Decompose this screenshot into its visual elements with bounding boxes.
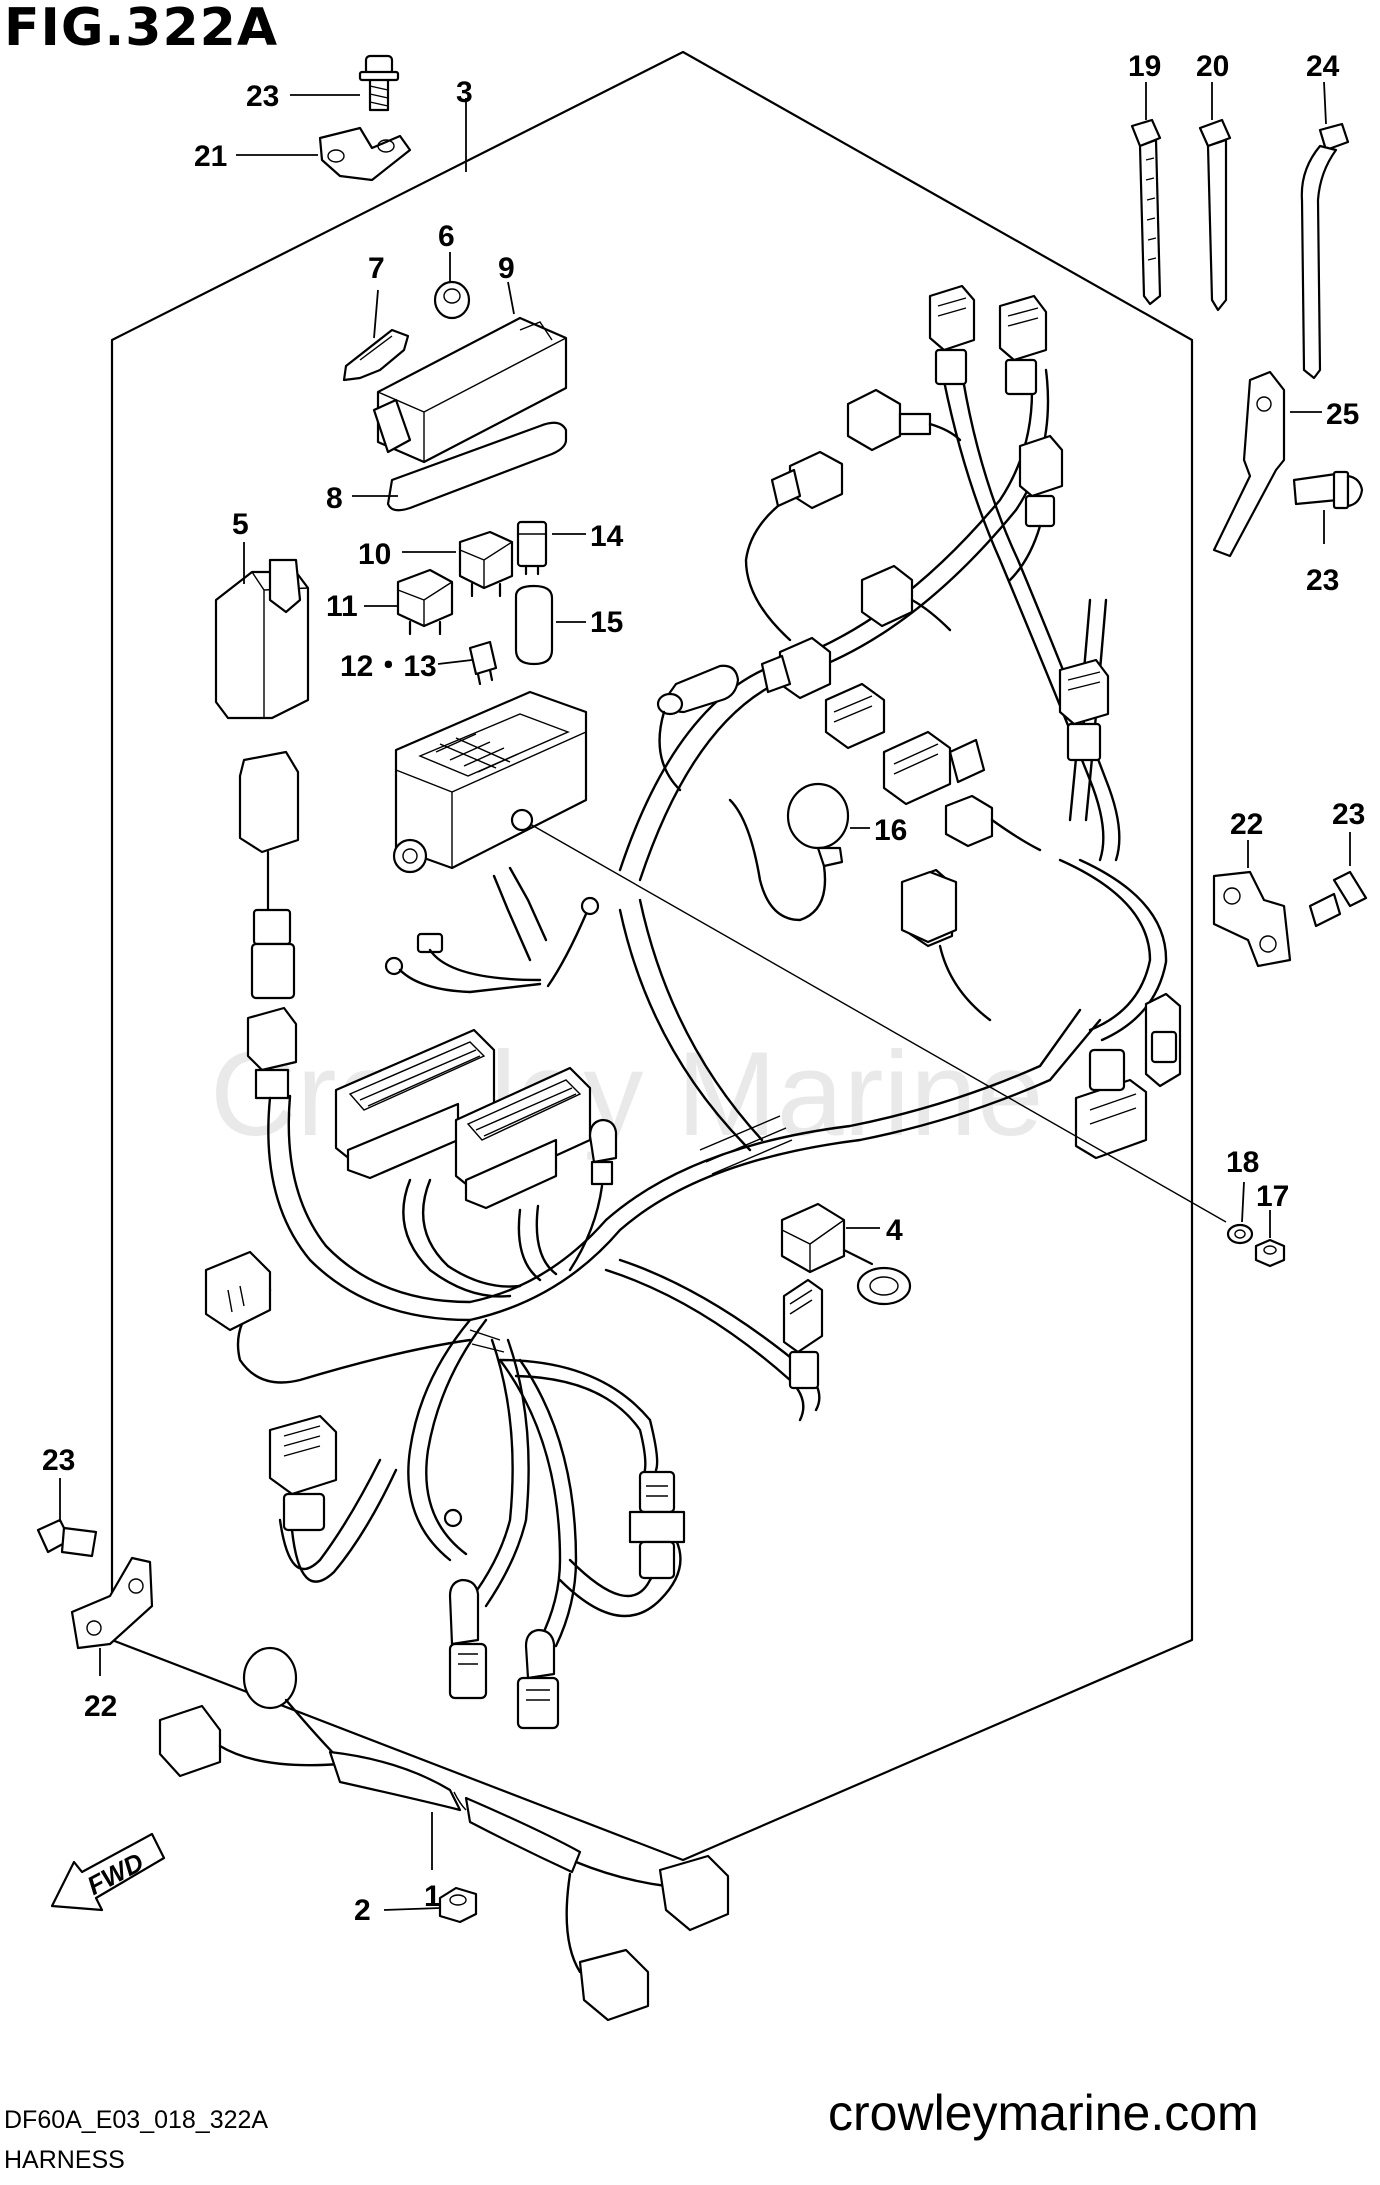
relay-plug [238, 750, 300, 1000]
lower-harness-branches [236, 1258, 821, 1648]
nut-17 [1254, 1238, 1286, 1268]
relay-4 [780, 1202, 912, 1306]
callout-6: 6 [438, 220, 455, 253]
callout-16: 16 [874, 814, 907, 847]
connector-4-plug [782, 1278, 824, 1390]
bolt-23-top [358, 54, 400, 112]
callout-20: 20 [1196, 50, 1229, 83]
connector-right-5 [1074, 1048, 1148, 1160]
callout-22-left: 22 [84, 1690, 117, 1723]
callout-17: 17 [1256, 1180, 1289, 1213]
assembly-frame [110, 50, 1194, 1862]
figure-title: FIG.322A [4, 0, 279, 58]
connector-top-4 [1008, 434, 1064, 582]
connector-right-1 [1058, 658, 1110, 762]
bolt-23-right [1292, 470, 1364, 510]
callout-7: 7 [368, 252, 385, 285]
connector-mid-1 [860, 564, 952, 632]
connector-mid-4 [882, 730, 986, 806]
connector-top-2 [998, 294, 1048, 396]
connector-top-1 [928, 284, 976, 386]
callout-19: 19 [1128, 50, 1161, 83]
relay-10 [458, 530, 514, 598]
bracket-25 [1212, 370, 1286, 558]
callout-9: 9 [498, 252, 515, 285]
connector-lower-mid-a [448, 1578, 488, 1700]
callout-15: 15 [590, 606, 623, 639]
relay-11 [396, 568, 454, 636]
connector-mid-3 [824, 682, 886, 750]
cable-tie-24 [1300, 122, 1350, 380]
fuse-12-13 [468, 640, 498, 686]
cable-tie-19 [1130, 118, 1162, 306]
connector-right-2 [944, 794, 1042, 852]
bracket-22-left [70, 1556, 154, 1650]
callout-23-right-lower: 23 [1332, 798, 1365, 831]
callout-14: 14 [590, 520, 624, 553]
extension-harness-1 [158, 1646, 730, 2022]
bolt-23-right-lower [1308, 870, 1368, 928]
small-plug-center [588, 1118, 618, 1186]
callout-4: 4 [886, 1214, 903, 1247]
plug-mid-right [900, 870, 958, 944]
callout-22-right: 22 [1230, 808, 1263, 841]
bracket-22-right [1212, 870, 1292, 968]
callout-12-13: 12・13 [340, 650, 437, 683]
connector-top-3 [846, 388, 962, 452]
callout-23-left: 23 [42, 1444, 75, 1477]
sensor-top-round [656, 664, 740, 792]
connector-mid-2 [760, 636, 832, 700]
callout-3: 3 [456, 76, 473, 109]
bracket-21 [318, 126, 412, 182]
callout-5: 5 [232, 508, 249, 541]
connector-lower-mid-b [516, 1628, 560, 1730]
callout-21: 21 [194, 140, 227, 173]
nut-2 [438, 1886, 478, 1924]
leader-lines [59, 81, 1351, 1911]
connector-lower-left [268, 1414, 338, 1532]
cable-tie-20 [1198, 118, 1232, 312]
figure-caption: HARNESS [4, 2146, 125, 2174]
washer-18 [1226, 1223, 1254, 1245]
leader-dashed [529, 823, 1227, 1223]
main-harness [267, 358, 1168, 1322]
callout-23-top: 23 [246, 80, 279, 113]
fuse-14 [516, 520, 548, 576]
connector-right-4 [1144, 992, 1182, 1088]
callout-10: 10 [358, 538, 391, 571]
callout-25: 25 [1326, 398, 1359, 431]
website-url[interactable]: crowleymarine.com [828, 2085, 1259, 2141]
clip-7 [342, 328, 410, 382]
gasket-8 [386, 421, 568, 512]
callout-11: 11 [326, 590, 358, 623]
callout-8: 8 [326, 482, 343, 515]
callout-24: 24 [1306, 50, 1340, 83]
fuse-box-cover-9 [372, 316, 568, 464]
callout-18: 18 [1226, 1146, 1259, 1179]
fuse-relay-box [392, 690, 588, 962]
ecu-connector-a [334, 1028, 496, 1180]
connector-lower-right [628, 1470, 686, 1580]
plug-left-side [204, 1250, 272, 1332]
fwd-arrow: FWD [50, 1832, 166, 1912]
sensor-16 [728, 782, 850, 922]
callout-1: 1 [424, 1880, 441, 1913]
callout-2: 2 [354, 1894, 371, 1927]
figure-code: DF60A_E03_018_322A [4, 2106, 269, 2134]
ring-terminals [384, 896, 600, 994]
callouts: 23 21 3 6 7 9 8 5 10 14 11 15 12・13 16 1… [42, 50, 1365, 1927]
ground-ring [443, 1508, 463, 1528]
connector-top-5 [744, 450, 844, 642]
cap-15 [514, 584, 554, 666]
grommet-6 [433, 280, 471, 320]
plug-left-top [246, 1006, 298, 1100]
relay-box-5 [214, 558, 310, 720]
bolt-23-left [36, 1518, 98, 1558]
callout-23-right: 23 [1306, 564, 1339, 597]
